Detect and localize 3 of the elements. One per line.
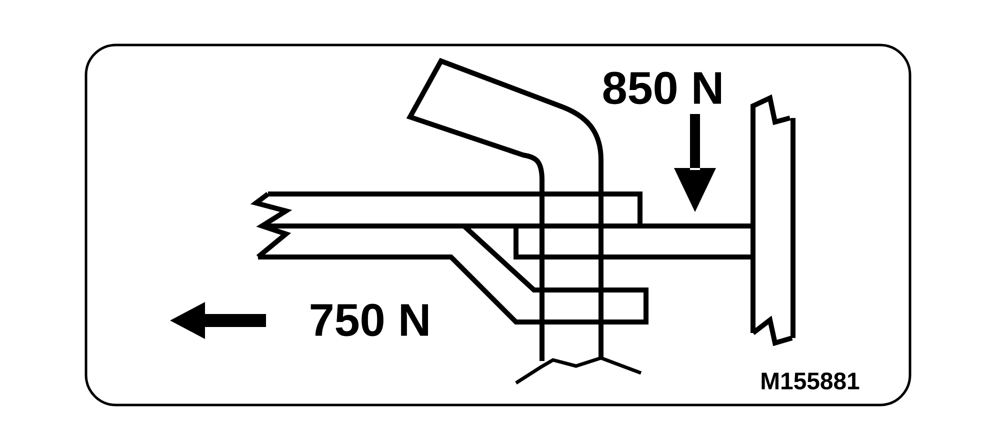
force-value: 850 N [603, 72, 721, 104]
part-number: M155881 [762, 372, 860, 390]
force-value: 750 N [310, 304, 428, 336]
